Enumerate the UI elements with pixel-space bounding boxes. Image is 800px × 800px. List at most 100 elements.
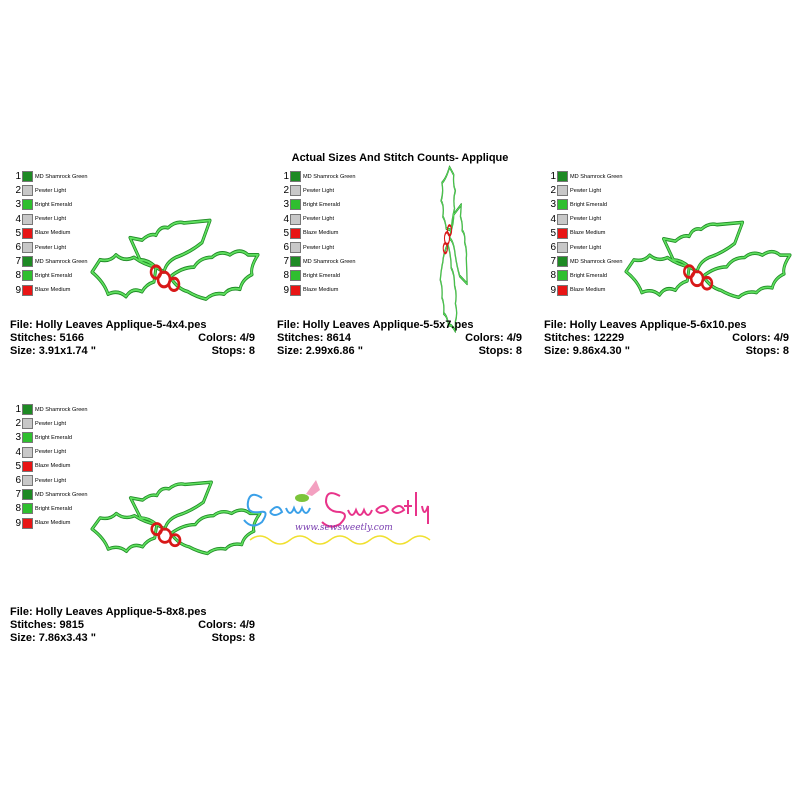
color-swatch	[290, 256, 301, 268]
color-row: 3 Bright Emerald	[550, 198, 607, 211]
page-title: Actual Sizes And Stitch Counts- Applique	[291, 152, 509, 164]
color-name: MD Shamrock Green	[570, 173, 623, 180]
color-number: 3	[15, 432, 21, 444]
color-number: 2	[15, 418, 21, 430]
color-name: Blaze Medium	[35, 463, 71, 470]
color-number: 9	[15, 517, 21, 529]
stitch-count: Stitches: 8614	[277, 332, 351, 344]
color-number: 4	[283, 213, 289, 225]
color-swatch	[22, 185, 33, 197]
color-swatch	[22, 213, 33, 225]
stitches-row: Stitches: 5166 Colors: 4/9	[10, 332, 255, 345]
color-number: 5	[15, 227, 21, 239]
color-number: 5	[283, 227, 289, 239]
color-swatch	[22, 418, 33, 430]
color-swatch	[557, 185, 568, 197]
color-swatch	[22, 171, 33, 182]
color-swatch	[290, 199, 301, 211]
color-swatch	[22, 475, 33, 486]
color-name: Pewter Light	[303, 244, 335, 251]
file-name: File: Holly Leaves Applique-5-8x8.pes	[10, 606, 207, 618]
sew-sweetly-logo: www.sewsweetly.com	[243, 480, 431, 545]
color-swatch	[557, 270, 568, 282]
color-swatch	[290, 213, 301, 225]
color-swatch	[22, 270, 33, 282]
color-name: Pewter Light	[35, 449, 67, 456]
color-number: 2	[283, 185, 289, 197]
color-swatch	[22, 460, 33, 472]
color-swatch	[22, 227, 33, 239]
design-size: Size: 2.99x6.86 "	[277, 345, 363, 357]
color-number: 6	[15, 242, 21, 253]
stop-count: Stops: 8	[211, 632, 255, 644]
color-number: 8	[15, 270, 21, 282]
color-count: Colors: 4/9	[198, 332, 255, 344]
size-row: Size: 7.86x3.43 " Stops: 8	[10, 632, 255, 645]
color-row: 2 Pewter Light	[283, 184, 334, 197]
color-name: Pewter Light	[303, 187, 335, 194]
color-name: Pewter Light	[35, 244, 67, 251]
stitch-count: Stitches: 5166	[10, 332, 84, 344]
color-number: 1	[15, 404, 21, 415]
color-row: 2 Pewter Light	[15, 417, 66, 430]
color-swatch	[290, 227, 301, 239]
color-number: 7	[15, 489, 21, 501]
color-name: Pewter Light	[35, 216, 67, 223]
color-number: 6	[550, 242, 556, 253]
color-number: 3	[283, 199, 289, 211]
color-name: MD Shamrock Green	[35, 491, 88, 498]
color-number: 7	[283, 256, 289, 268]
color-swatch	[557, 284, 568, 296]
color-swatch	[22, 404, 33, 415]
color-swatch	[290, 242, 301, 253]
design-size: Size: 7.86x3.43 "	[10, 632, 96, 644]
color-swatch	[22, 256, 33, 268]
color-swatch	[290, 185, 301, 197]
color-swatch	[22, 284, 33, 296]
color-row: 9 Blaze Medium	[15, 284, 70, 297]
color-name: Pewter Light	[35, 420, 67, 427]
color-swatch	[22, 503, 33, 515]
color-name: Blaze Medium	[35, 287, 71, 294]
color-number: 3	[15, 199, 21, 211]
color-number: 2	[15, 185, 21, 197]
color-name: Bright Emerald	[303, 272, 340, 279]
color-number: 3	[550, 199, 556, 211]
file-name: File: Holly Leaves Applique-5-4x4.pes	[10, 319, 207, 331]
color-swatch	[557, 242, 568, 253]
color-number: 9	[15, 284, 21, 296]
color-swatch	[557, 256, 568, 268]
color-swatch	[290, 284, 301, 296]
stitch-count: Stitches: 9815	[10, 619, 84, 631]
color-number: 8	[550, 270, 556, 282]
color-swatch	[557, 171, 568, 182]
color-name: Bright Emerald	[570, 201, 607, 208]
color-name: Blaze Medium	[303, 287, 339, 294]
color-row: 6 Pewter Light	[15, 241, 66, 254]
color-number: 7	[550, 256, 556, 268]
color-number: 8	[283, 270, 289, 282]
color-swatch	[22, 242, 33, 253]
color-swatch	[290, 171, 301, 182]
